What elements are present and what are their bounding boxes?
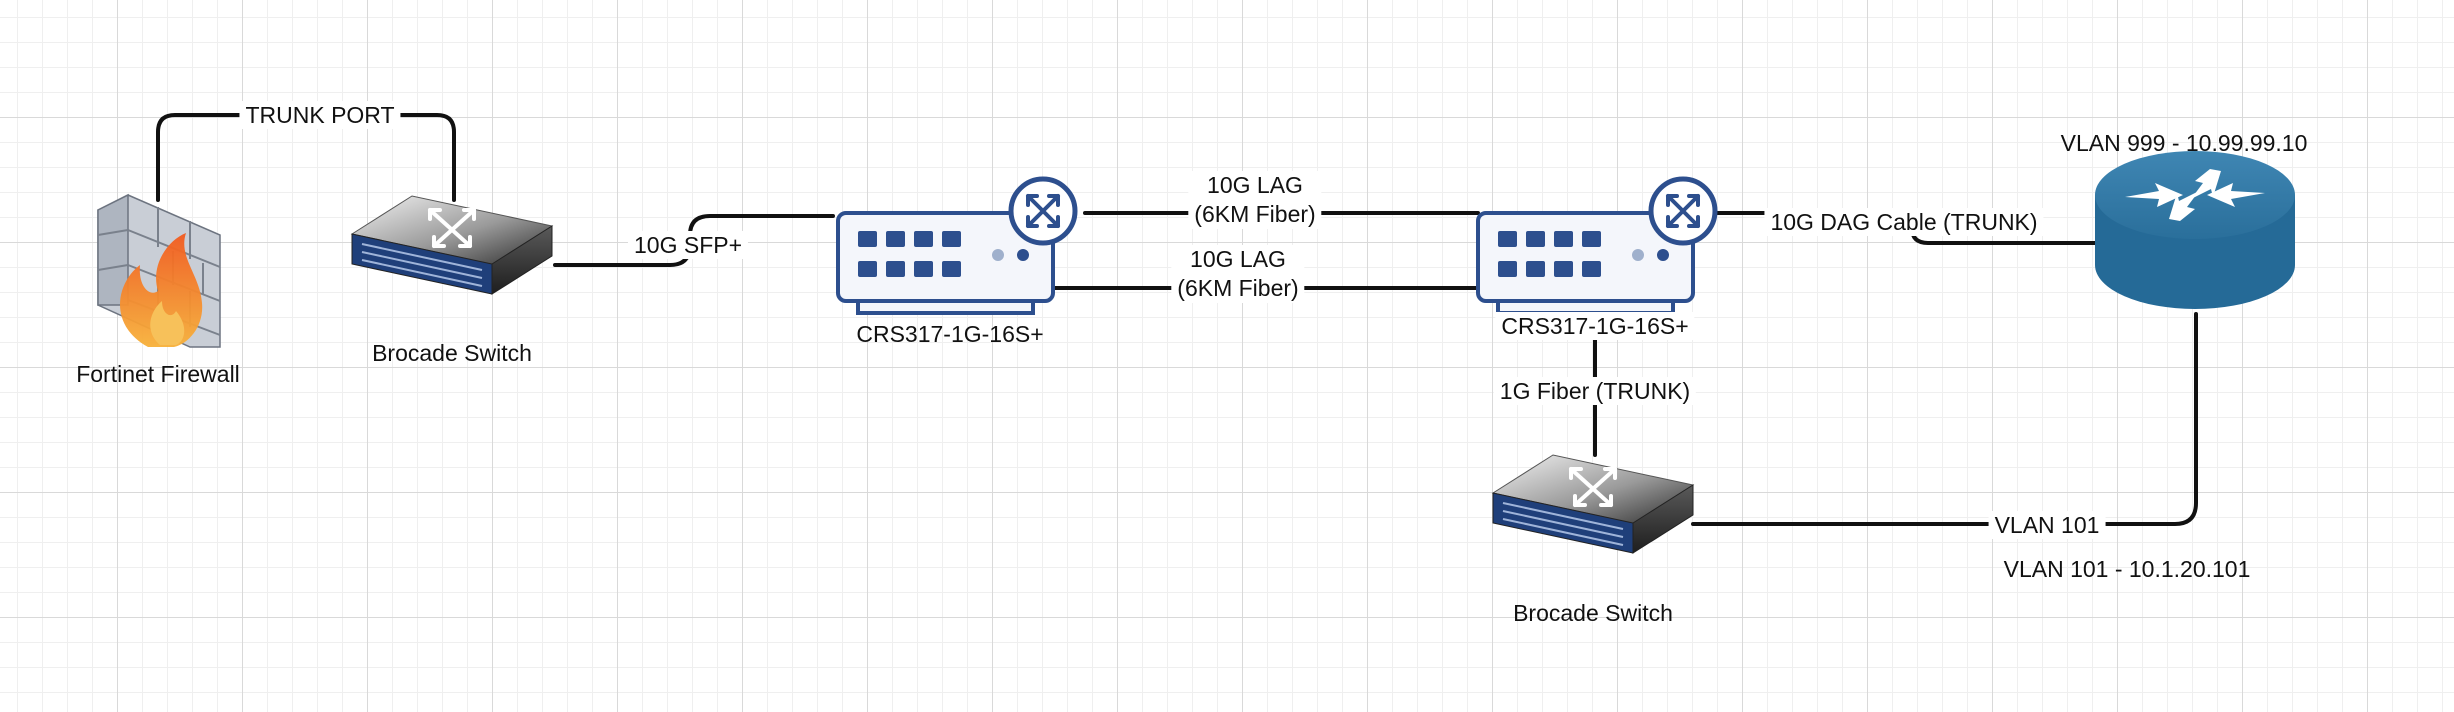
crs317-left-icon[interactable] xyxy=(838,179,1075,313)
router-icon[interactable] xyxy=(2095,151,2295,309)
lag2-label: 10G LAG (6KM Fiber) xyxy=(1171,245,1305,303)
router-vlan101-note: VLAN 101 - 10.1.20.101 xyxy=(2003,556,2251,582)
lag2-label-line1: 10G LAG xyxy=(1190,246,1286,272)
fiber-trunk-label: 1G Fiber (TRUNK) xyxy=(1493,377,1697,405)
crs317-left-label: CRS317-1G-16S+ xyxy=(856,321,1044,347)
link-lines xyxy=(156,113,2198,526)
router-label: VLAN 999 - 10.99.99.10 xyxy=(2060,130,2308,156)
lag2-label-line2: (6KM Fiber) xyxy=(1177,275,1299,301)
crs317-right-label: CRS317-1G-16S+ xyxy=(1495,312,1695,340)
brocade-bottom-label: Brocade Switch xyxy=(1513,600,1673,626)
vlan101-label: VLAN 101 xyxy=(1988,511,2106,539)
vlan101-link xyxy=(1691,312,2198,526)
trunk-port-label: TRUNK PORT xyxy=(239,101,401,129)
lag1-label-line1: 10G LAG xyxy=(1207,172,1303,198)
firewall-icon[interactable] xyxy=(97,193,221,348)
lag1-label-line2: (6KM Fiber) xyxy=(1194,201,1316,227)
dag-label: 10G DAG Cable (TRUNK) xyxy=(1764,208,2044,236)
brocade-top-label: Brocade Switch xyxy=(372,340,532,366)
firewall-label: Fortinet Firewall xyxy=(76,361,240,387)
lag1-label: 10G LAG (6KM Fiber) xyxy=(1188,171,1322,229)
crs317-right-icon[interactable] xyxy=(1478,179,1715,313)
brocade-switch-top-icon[interactable] xyxy=(350,194,554,296)
brocade-switch-bottom-icon[interactable] xyxy=(1491,453,1695,555)
sfp-label: 10G SFP+ xyxy=(627,231,749,259)
